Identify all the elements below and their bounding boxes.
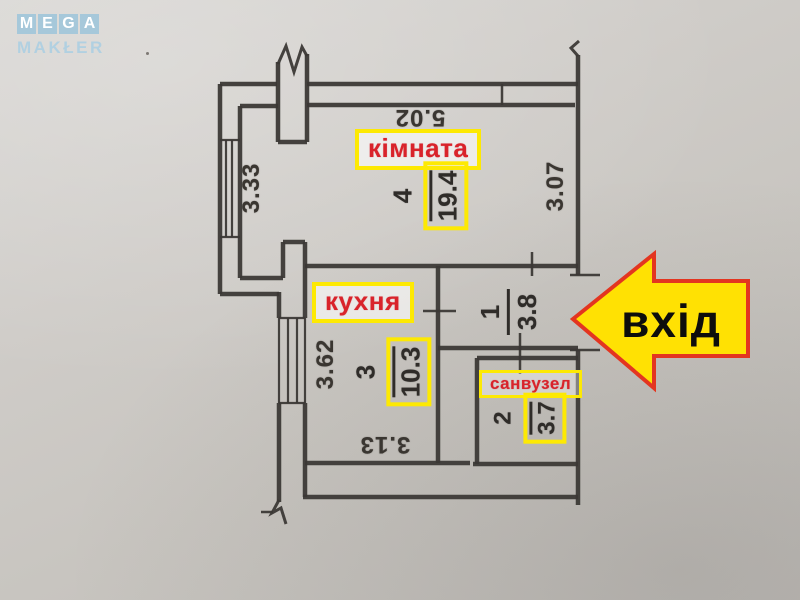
room-label-kimnata: кімната [355, 129, 482, 170]
room-label-kukhnya: кухня [312, 282, 414, 323]
logo-tile-m: M [17, 14, 36, 34]
top-break-mark [276, 41, 309, 78]
window-hatching [220, 138, 307, 405]
room-label-sanvuzel: санвузел [479, 370, 583, 398]
logo-tile-e: E [38, 14, 57, 34]
logo-tiles: M E G A [17, 14, 105, 34]
mega-makler-logo: M E G A MAKŁER [17, 14, 105, 56]
logo-tile-g: G [59, 14, 78, 34]
logo-subtitle: MAKŁER [17, 38, 105, 57]
bottom-left-break-mark [268, 499, 288, 525]
entrance-label: вхід [621, 295, 721, 347]
break-marks [268, 39, 580, 525]
top-right-break-mark [568, 39, 580, 57]
entrance-arrow-shape [569, 249, 750, 393]
paper-speck [146, 52, 149, 55]
logo-tile-a: A [80, 14, 99, 34]
